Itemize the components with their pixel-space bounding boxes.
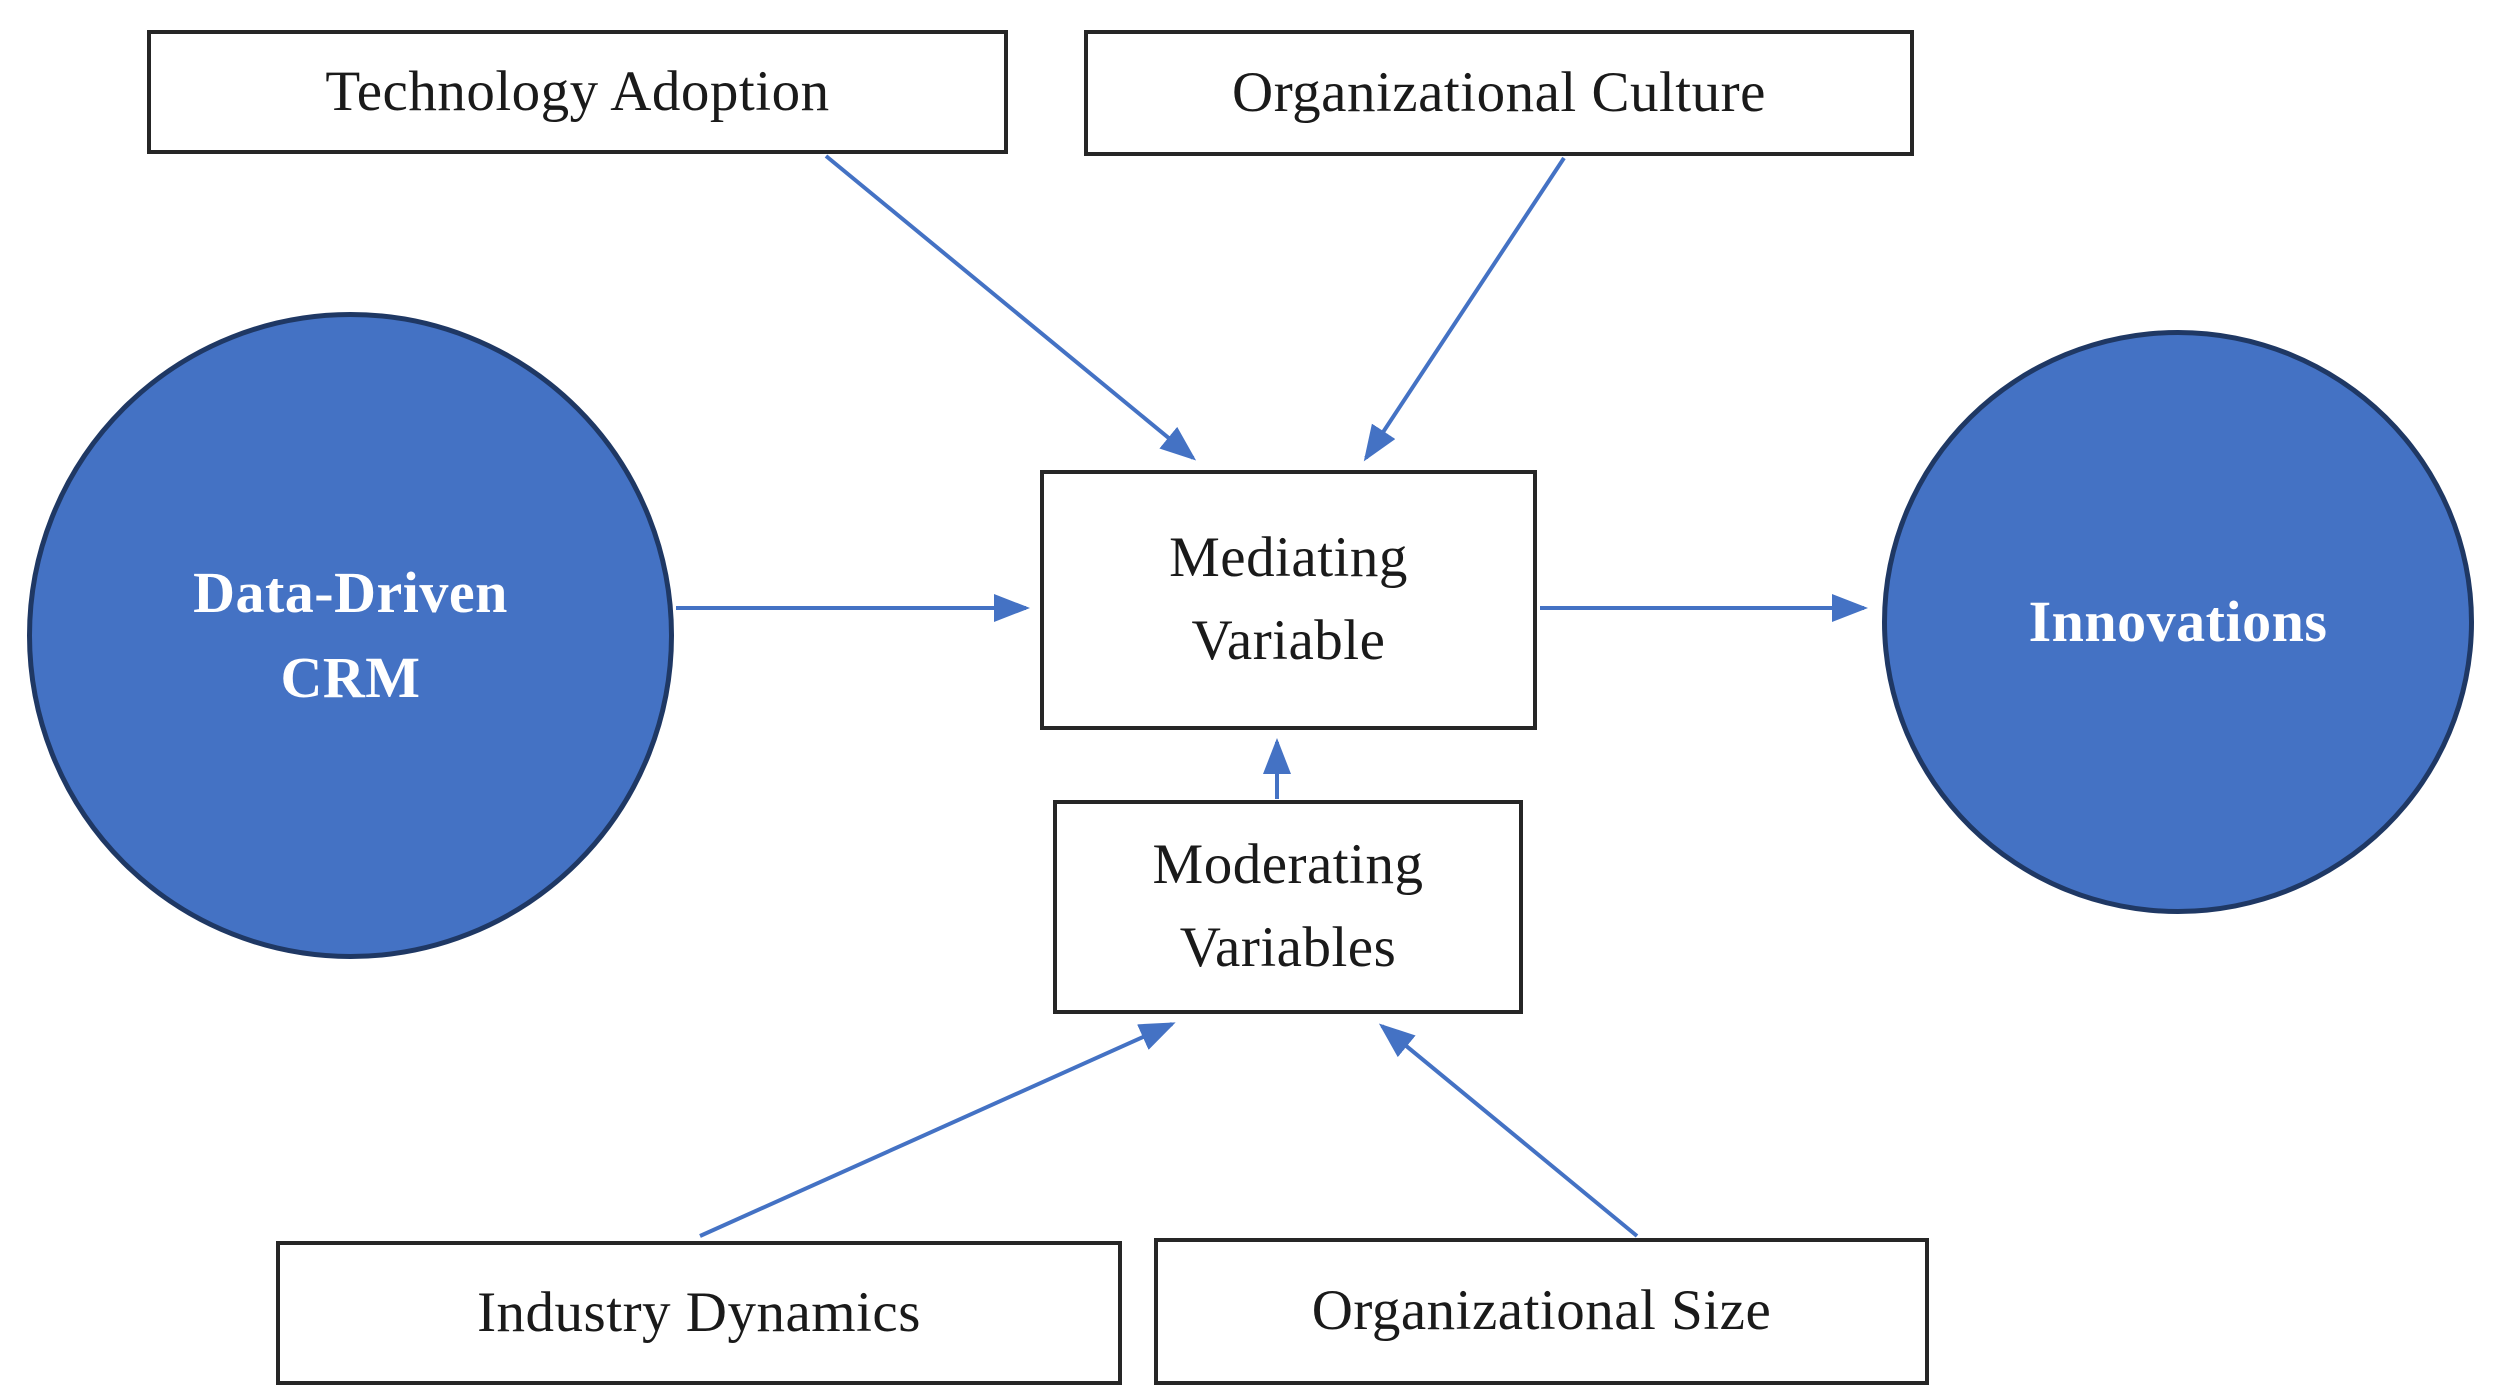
node-technology-adoption: Technology Adoption	[147, 30, 1008, 154]
innovations-label: Innovations	[2028, 588, 2328, 654]
data-driven-crm-label: Data-Driven CRM	[193, 560, 508, 710]
moderating-variables-label: Moderating Variables	[1152, 833, 1424, 979]
arrow-organizational-culture-to-mediating-variable	[1363, 156, 1566, 462]
node-data-driven-crm: Data-Driven CRM	[27, 312, 674, 959]
node-industry-dynamics: Industry Dynamics	[276, 1241, 1122, 1385]
arrow-organizational-size-to-moderating-variables	[1378, 1023, 1639, 1238]
node-innovations: Innovations	[1882, 330, 2474, 914]
organizational-size-label: Organizational Size	[1311, 1279, 1772, 1343]
industry-dynamics-label: Industry Dynamics	[477, 1280, 921, 1344]
node-organizational-size: Organizational Size	[1154, 1238, 1929, 1385]
arrow-industry-dynamics-to-moderating-variables	[699, 1022, 1176, 1238]
node-organizational-culture: Organizational Culture	[1084, 30, 1914, 156]
node-mediating-variable: Mediating Variable	[1040, 470, 1537, 730]
mediating-variable-label: Mediating Variable	[1169, 526, 1408, 672]
technology-adoption-label: Technology Adoption	[325, 59, 830, 123]
node-moderating-variables: Moderating Variables	[1053, 800, 1523, 1014]
organizational-culture-label: Organizational Culture	[1232, 60, 1766, 124]
arrow-technology-adoption-to-mediating-variable	[824, 154, 1197, 461]
